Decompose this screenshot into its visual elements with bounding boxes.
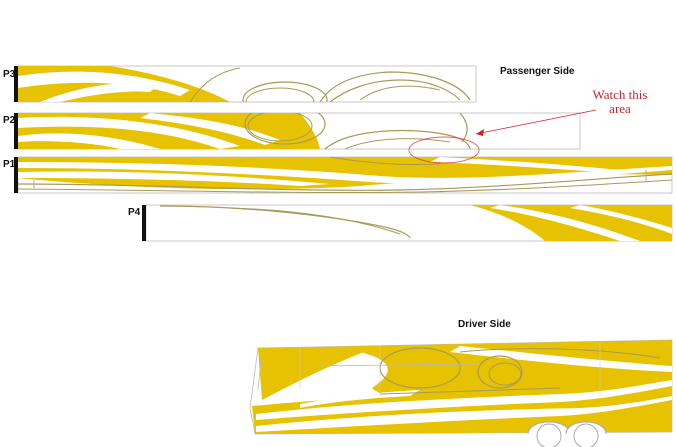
callout-line-2: area bbox=[609, 101, 631, 116]
panel-label-p3: P3 bbox=[3, 69, 16, 80]
callout-highlight bbox=[408, 109, 597, 164]
panel-label-p2: P2 bbox=[3, 115, 16, 126]
panel-p2 bbox=[14, 112, 581, 150]
driver-side-title: Driver Side bbox=[458, 319, 511, 330]
driver-side-bus bbox=[249, 339, 673, 447]
callout-line-1: Watch this bbox=[592, 87, 648, 102]
panel-p1 bbox=[14, 156, 673, 194]
passenger-side-title: Passenger Side bbox=[500, 66, 575, 77]
panel-label-p4: P4 bbox=[128, 207, 141, 218]
panel-p4 bbox=[142, 204, 673, 242]
panel-label-p1: P1 bbox=[3, 159, 16, 170]
panel-p3 bbox=[14, 65, 477, 103]
callout-note: Watch this area bbox=[578, 88, 662, 116]
